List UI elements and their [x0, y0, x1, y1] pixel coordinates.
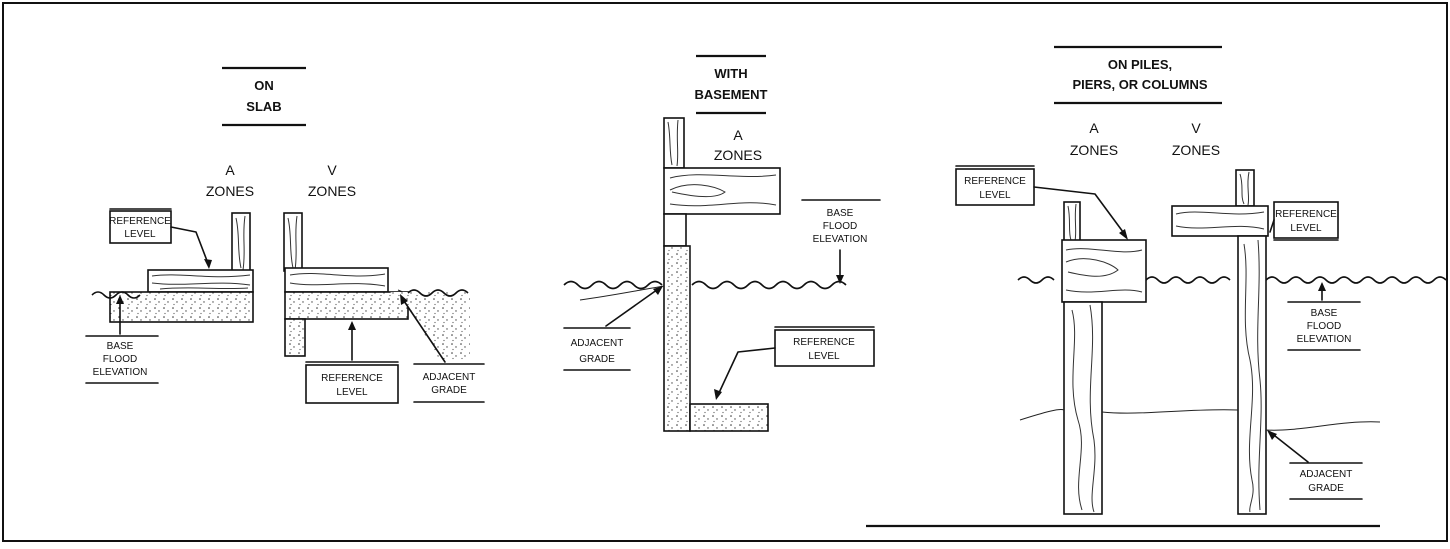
slab-v-zone-slab [283, 212, 471, 360]
slab-ref-level-a-line2: LEVEL [124, 229, 156, 240]
piles-ref-level-v-line1: REFERENCE [1275, 209, 1337, 220]
basement-zone-a-letter: A [733, 127, 743, 143]
piles-bfe-line2: FLOOD [1307, 321, 1341, 332]
slab-bfe-line3: ELEVATION [93, 367, 148, 378]
slab-zone-a-label: ZONES [206, 183, 254, 199]
basement-heading-line2: BASEMENT [695, 87, 768, 102]
piles-ref-level-v-line2: LEVEL [1290, 223, 1322, 234]
piles-bfe-line1: BASE [1311, 308, 1338, 319]
slab-adjacent-grade-line2: GRADE [431, 385, 467, 396]
slab-ref-level-v-line2: LEVEL [336, 387, 368, 398]
slab-bfe-line2: FLOOD [103, 354, 137, 365]
piles-zone-v-letter: V [1191, 120, 1201, 136]
slab-ref-level-v-line1: REFERENCE [321, 373, 383, 384]
slab-ref-level-a-line1: REFERENCE [109, 216, 171, 227]
basement-bfe-line2: FLOOD [823, 221, 857, 232]
piles-zone-a-letter: A [1089, 120, 1099, 136]
piles-zone-a-label: ZONES [1070, 142, 1118, 158]
slab-zone-a-letter: A [225, 162, 235, 178]
piles-ground-line [1019, 409, 1381, 431]
basement-adjacent-grade-line1: ADJACENT [571, 338, 624, 349]
basement-zone-a-label: ZONES [714, 147, 762, 163]
slab-adjacent-grade-line1: ADJACENT [423, 372, 476, 383]
basement-adjacent-grade-line2: GRADE [579, 354, 615, 365]
panel-on-slab: ON SLAB A ZONES V ZONES [85, 66, 485, 404]
slab-a-zone-slab [109, 212, 254, 323]
basement-heading-line1: WITH [714, 66, 747, 81]
basement-bfe-line3: ELEVATION [813, 234, 868, 245]
slab-zone-v-label: ZONES [308, 183, 356, 199]
slab-heading-line2: SLAB [246, 99, 281, 114]
piles-heading-line2: PIERS, OR COLUMNS [1072, 77, 1207, 92]
piles-zone-v-label: ZONES [1172, 142, 1220, 158]
panel-on-piles: ON PILES, PIERS, OR COLUMNS A ZONES V ZO… [955, 45, 1447, 515]
piles-adjacent-grade-line1: ADJACENT [1300, 469, 1353, 480]
piles-heading-line1: ON PILES, [1108, 57, 1172, 72]
basement-water-surface [563, 280, 847, 290]
piles-adjacent-grade-line2: GRADE [1308, 483, 1344, 494]
piles-v-zone-structure [1171, 169, 1269, 515]
basement-ref-level-line1: REFERENCE [793, 337, 855, 348]
piles-bfe-line3: ELEVATION [1297, 334, 1352, 345]
basement-structure [663, 117, 781, 432]
basement-bfe-line1: BASE [827, 208, 854, 219]
slab-zone-v-letter: V [327, 162, 337, 178]
slab-heading-line1: ON [254, 78, 274, 93]
basement-ref-level-line2: LEVEL [808, 351, 840, 362]
slab-water-surface [91, 289, 469, 299]
piles-a-zone-structure [1061, 201, 1147, 515]
piles-water-surface [1017, 276, 1447, 284]
piles-ref-level-a-line1: REFERENCE [964, 176, 1026, 187]
piles-ref-level-a-line2: LEVEL [979, 190, 1011, 201]
slab-bfe-line1: BASE [107, 341, 134, 352]
panel-with-basement: WITH BASEMENT A ZONES BASE FLOOD ELEVATI… [563, 54, 881, 432]
